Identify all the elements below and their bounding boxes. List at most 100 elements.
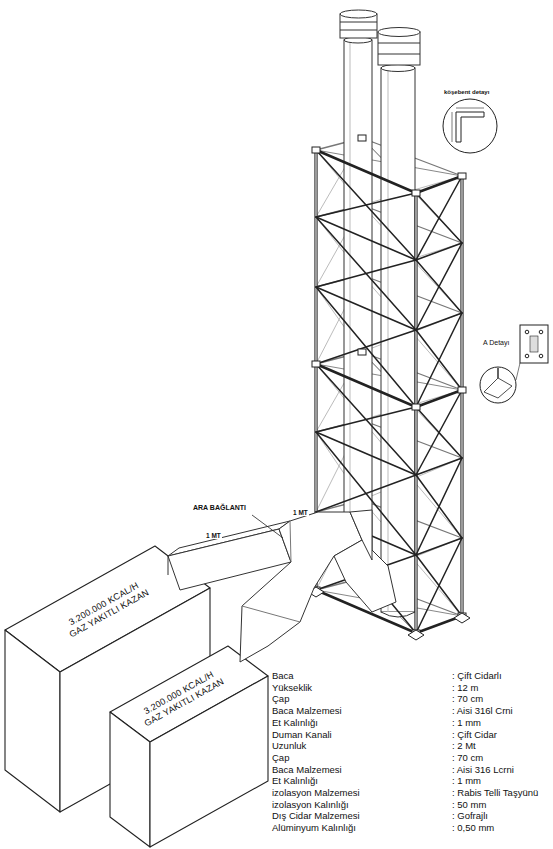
steel-brace	[316, 150, 416, 260]
cap-line	[378, 43, 420, 44]
duct-joint	[242, 606, 300, 622]
cap-line	[340, 22, 377, 23]
callout-label: köşebent detayı	[444, 89, 489, 96]
corner-plate	[412, 404, 420, 410]
spec-table-cell: : Rabis Telli Taşyünü	[452, 788, 538, 799]
leader-line	[252, 515, 283, 538]
pipe-bottom	[381, 612, 415, 617]
bolt-hole	[539, 354, 543, 358]
spec-table-cell: : 50 mm	[452, 800, 486, 811]
boiler-side	[110, 712, 150, 847]
steel-brace	[316, 407, 416, 432]
callout-label: ARA BAĞLANTI	[193, 504, 246, 512]
steel-brace	[316, 287, 416, 407]
steel-brace	[316, 364, 416, 475]
detail-circle	[443, 99, 497, 153]
callout-label: 1 MT	[205, 532, 222, 539]
bolt-hole	[525, 354, 529, 358]
corner-plate	[458, 173, 466, 179]
pipe-top	[381, 65, 415, 72]
base-plate	[408, 630, 424, 640]
steel-brace	[316, 193, 416, 217]
flue-pipe	[344, 40, 372, 565]
spec-table-cell: izolasyon Malzemesi	[272, 788, 360, 799]
spec-table-cell: Çap	[272, 694, 289, 705]
corner-plate	[458, 387, 466, 393]
leader-line	[516, 363, 520, 380]
tower-front-frame	[308, 135, 470, 640]
boiler-side	[5, 630, 60, 812]
steel-brace	[316, 217, 416, 330]
detail-circle	[480, 367, 516, 403]
steel-beam	[316, 150, 416, 193]
steel-brace	[416, 390, 462, 475]
flue-duct	[168, 510, 396, 662]
cap-line	[340, 30, 377, 31]
spec-table-cell: : 70 cm	[452, 694, 483, 705]
corner-plate	[358, 135, 366, 141]
y-connector	[240, 512, 362, 662]
spec-table-cell: : Çift Cidarlı	[452, 671, 502, 682]
spec-table-cell: Çap	[272, 753, 289, 764]
spec-table-cell: Et Kalınlığı	[272, 776, 318, 787]
spec-table-cell: : 12 m	[452, 683, 478, 694]
spec-table-cell: Uzunluk	[272, 741, 306, 752]
spec-table-cell: izolasyon Kalınlığı	[272, 800, 349, 811]
corner-plate	[312, 147, 320, 153]
steel-brace	[316, 475, 416, 512]
chimney-left	[340, 10, 377, 565]
steel-beam	[316, 217, 416, 260]
steel-beam	[316, 432, 416, 475]
spec-table-cell: : 0,50 mm	[452, 823, 494, 834]
steel-brace	[316, 330, 416, 364]
spec-table-cell: : 70 cm	[452, 753, 483, 764]
spec-table-cell: : Gofrajlı	[452, 811, 488, 822]
dimension-line	[452, 112, 453, 142]
base-plate	[520, 325, 548, 363]
spec-table-cell: : 1 mm	[452, 776, 481, 787]
spec-table-cell: : 2 Mt	[452, 741, 476, 752]
spec-table-cell: Yükseklik	[272, 683, 312, 694]
base-plate	[454, 613, 470, 623]
column-stub	[497, 368, 498, 378]
spec-table-cell: Baca Malzemesi	[272, 706, 342, 717]
steel-brace	[416, 313, 462, 407]
spec-table-cell: : Aisi 316l Crni	[452, 706, 513, 717]
callout-label: 1 MT	[292, 509, 309, 516]
weld-mark	[530, 336, 538, 352]
bolt-hole	[539, 330, 543, 334]
boiler-right	[110, 646, 268, 847]
y-branch	[350, 510, 372, 560]
spec-table-cell: Dış Cidar Malzemesi	[272, 811, 360, 822]
angle-section	[456, 112, 484, 142]
duct-joint	[290, 521, 291, 562]
angle-detail	[443, 99, 497, 153]
steel-brace	[416, 458, 462, 555]
spec-table-cell: : Aisi 316 Lcrni	[452, 765, 514, 776]
steel-beam	[316, 287, 416, 330]
spec-table-cell: Baca Malzemesi	[272, 765, 342, 776]
spec-table-cell: Baca	[272, 671, 294, 682]
steel-beam	[316, 364, 416, 407]
steel-brace	[316, 260, 416, 287]
spec-table-cell: Duman Kanali	[272, 730, 332, 741]
spec-table-cell: Et Kalınlığı	[272, 718, 318, 729]
steel-brace	[416, 243, 462, 330]
steel-brace	[416, 176, 462, 260]
callout-label: A Detayı	[483, 339, 509, 347]
spec-table-cell: : Çift Cidar	[452, 730, 497, 741]
spec-table-cell: Alüminyum Kalınlığı	[272, 823, 356, 834]
rain-cap-top	[378, 28, 420, 37]
corner-plate	[412, 190, 420, 196]
rain-cap-top	[340, 10, 377, 18]
corner-plate	[312, 361, 320, 367]
cap-line	[378, 54, 420, 55]
bolt-hole	[525, 330, 529, 334]
y-branch	[334, 540, 396, 612]
steel-beam	[416, 176, 462, 193]
corner-plate	[358, 349, 366, 355]
plate-detail	[480, 325, 548, 403]
spec-table-cell: : 1 mm	[452, 718, 481, 729]
duct-edge	[168, 556, 169, 575]
corner-plate	[484, 378, 512, 398]
